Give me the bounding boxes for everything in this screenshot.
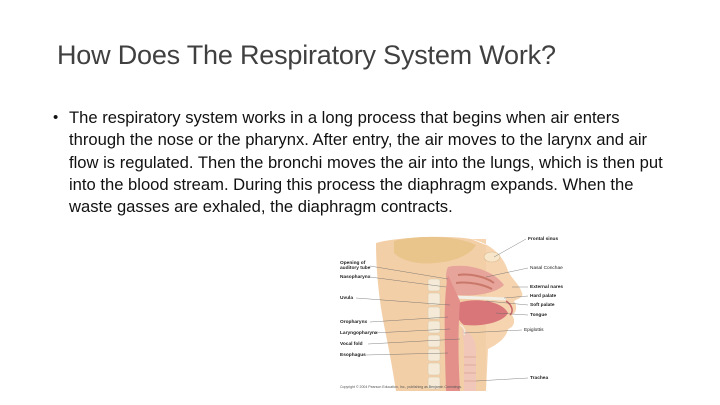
label-vocal-fold: Vocal fold <box>340 342 363 347</box>
label-nasopharynx: Nasopharynx <box>340 275 371 280</box>
respiratory-anatomy-figure: Opening of auditory tube Nasopharynx Uvu… <box>336 235 584 391</box>
label-trachea: Trachea <box>530 376 549 381</box>
label-epiglottis: Epiglottis <box>524 328 544 333</box>
figure-copyright: Copyright © 2004 Pearson Education, Inc.… <box>340 385 463 389</box>
slide-body: • The respiratory system works in a long… <box>53 107 673 218</box>
label-laryngopharynx: Laryngopharynx <box>340 331 378 336</box>
label-tongue: Tongue <box>530 313 547 318</box>
bullet-text: The respiratory system works in a long p… <box>69 108 663 217</box>
label-esophagus: Esophagus <box>340 353 366 358</box>
label-auditory-tube: auditory tube <box>340 266 371 271</box>
label-soft-palate: Soft palate <box>530 303 555 308</box>
slide-title: How Does The Respiratory System Work? <box>57 40 556 70</box>
bullet-item: • The respiratory system works in a long… <box>53 107 673 218</box>
label-external-nares: External nares <box>530 285 564 290</box>
head-cross-section-illustration <box>355 236 529 391</box>
label-oropharynx: Oropharynx <box>340 320 368 325</box>
label-hard-palate: Hard palate <box>530 294 557 299</box>
label-opening-of: Opening of <box>340 261 366 266</box>
label-frontal-sinus: Frontal sinus <box>528 237 559 242</box>
label-nasal-conchae: Nasal Conchae <box>530 266 563 271</box>
bullet-icon: • <box>53 109 59 126</box>
label-uvula: Uvula <box>340 296 354 301</box>
